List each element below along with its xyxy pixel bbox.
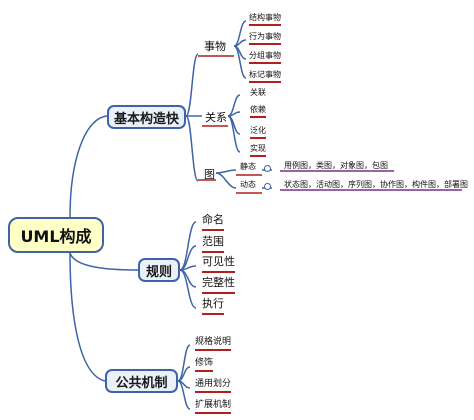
connector-diag-dynamic	[215, 172, 237, 189]
rules-item-execution[interactable]: 执行	[202, 295, 224, 315]
connector-to-things	[185, 53, 199, 117]
building-blocks-node[interactable]: 基本构造快	[107, 105, 186, 129]
common-mechanisms-node[interactable]: 公共机制	[105, 369, 178, 393]
diagrams-node[interactable]: 图	[204, 168, 215, 181]
rel-item-generalization[interactable]: 泛化	[250, 125, 266, 139]
rel-item-dependency[interactable]: 依赖	[250, 104, 266, 118]
things-node[interactable]: 事物	[204, 40, 226, 53]
connector-rules-5	[179, 269, 197, 309]
connector-mech-4	[177, 380, 191, 410]
rules-item-scope[interactable]: 范围	[202, 233, 224, 253]
connector-root-rules	[69, 252, 139, 271]
rules-item-visibility[interactable]: 可见性	[202, 253, 235, 273]
things-item-behavioral[interactable]: 行为事物	[249, 31, 281, 45]
connector-root-building-blocks	[69, 115, 108, 218]
mech-item-common-division[interactable]: 通用划分	[195, 376, 232, 393]
rules-item-name[interactable]: 命名	[202, 211, 224, 231]
things-item-annotational[interactable]: 标记事物	[249, 69, 281, 83]
rules-node[interactable]: 规则	[138, 258, 180, 282]
things-item-structural[interactable]: 结构事物	[249, 12, 281, 26]
dynamic-collapse-icon[interactable]	[264, 183, 271, 190]
connector-things-2	[233, 39, 247, 47]
diagrams-static-label[interactable]: 静态	[240, 162, 256, 171]
root-label: UML构成	[20, 227, 92, 246]
diagrams-dynamic-label[interactable]: 动态	[240, 180, 256, 189]
common-mechanisms-label: 公共机制	[115, 375, 168, 391]
building-blocks-label: 基本构造快	[113, 111, 179, 127]
diagrams-dynamic-content[interactable]: 状态图，活动图，序列图，协作图，构件图，部署图	[284, 180, 468, 189]
connector-things-4	[233, 45, 247, 79]
connector-rel-4	[227, 115, 241, 153]
diagrams-static-content[interactable]: 用例图，类图，对象图，包图	[284, 161, 388, 170]
rules-label: 规则	[145, 264, 172, 280]
connector-to-diagrams	[185, 115, 199, 182]
rel-item-association[interactable]: 关联	[250, 88, 266, 97]
relationships-node[interactable]: 关系	[205, 111, 227, 124]
rules-item-integrity[interactable]: 完整性	[202, 274, 235, 294]
mech-item-adornment[interactable]: 修饰	[195, 355, 214, 372]
root-node[interactable]: UML构成	[8, 217, 104, 253]
mech-item-specification[interactable]: 规格说明	[195, 334, 232, 351]
rel-item-realization[interactable]: 实现	[250, 143, 266, 157]
connector-diag-static	[215, 169, 237, 174]
mech-item-extensibility[interactable]: 扩展机制	[195, 397, 232, 414]
static-collapse-icon[interactable]	[264, 165, 271, 172]
things-item-grouping[interactable]: 分组事物	[249, 50, 281, 64]
connector-root-common-mechanisms	[69, 252, 106, 382]
